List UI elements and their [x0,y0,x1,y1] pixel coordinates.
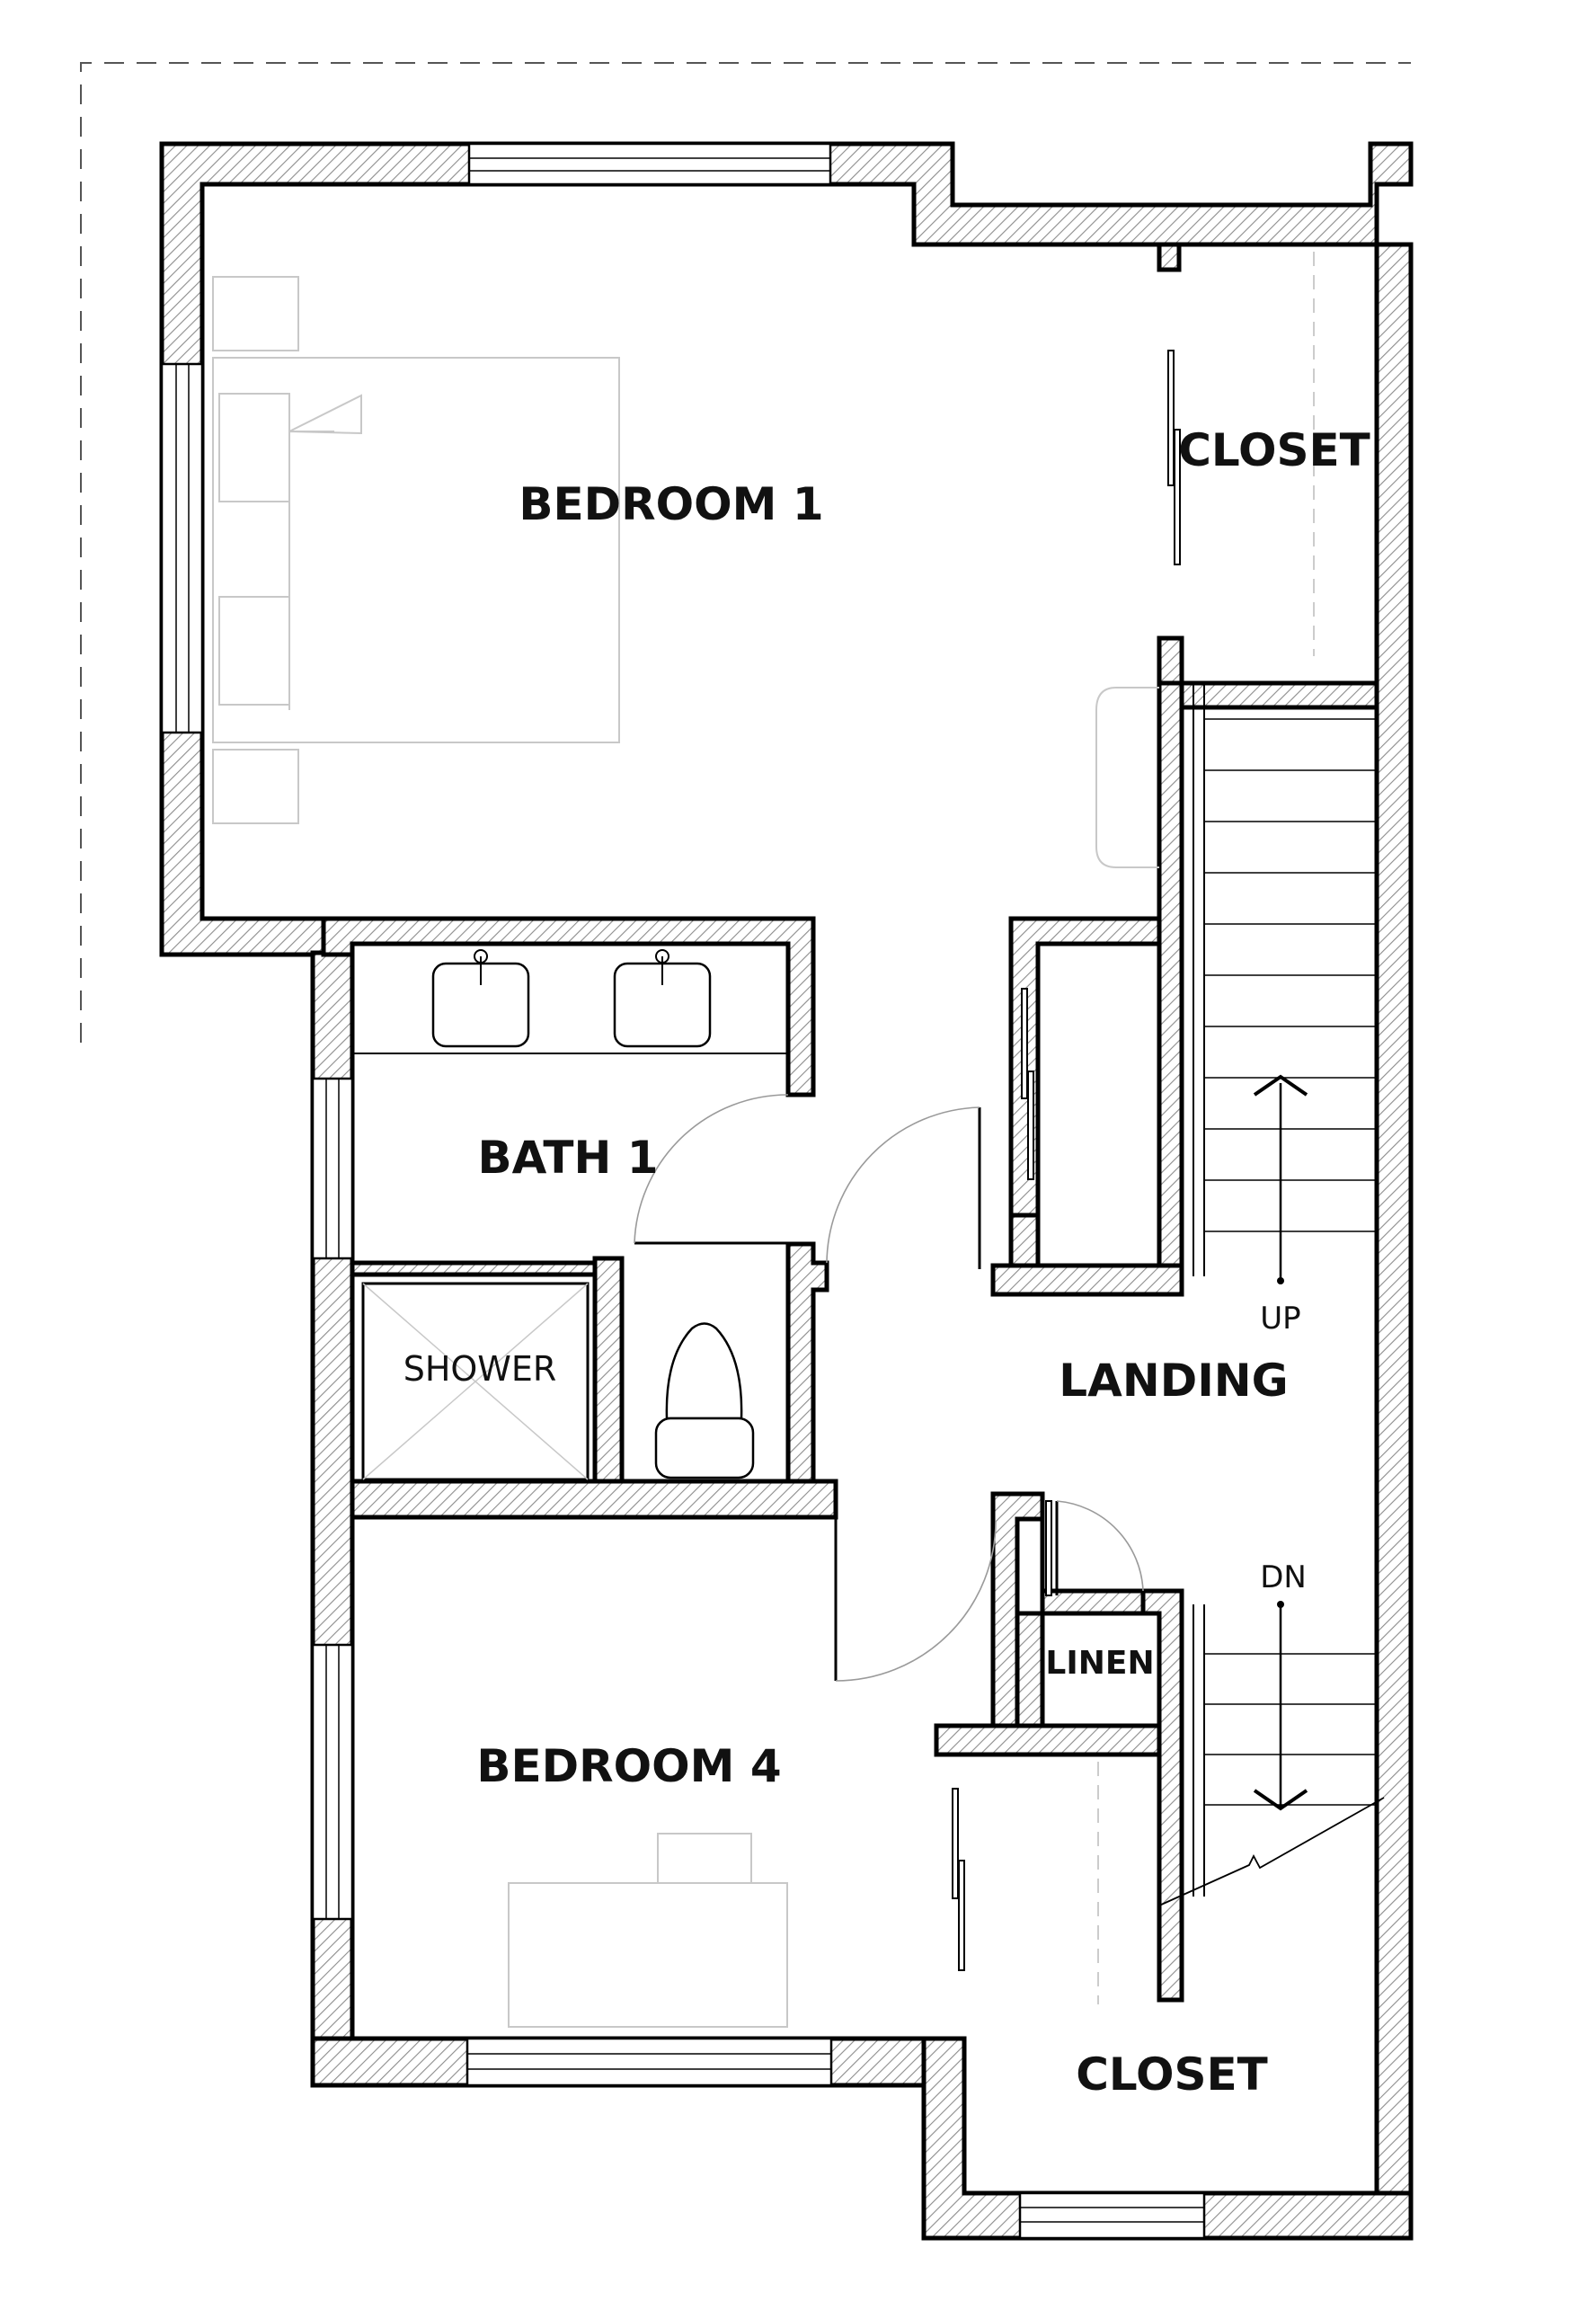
room-label-bath1: BATH 1 [477,1132,658,1184]
stair-down-label: DN [1260,1559,1307,1595]
window-bedroom4-south [466,2037,833,2087]
toilet [654,1322,755,1479]
window-bedroom1-top [467,142,832,186]
window-bedroom1-west [160,362,204,734]
room-label-linen: LINEN [1045,1645,1154,1682]
room-label-bedroom4: BEDROOM 4 [476,1740,781,1792]
window-bath1-west [311,1077,354,1260]
vanity [352,949,788,1054]
bed [212,276,620,824]
room-label-landing: LANDING [1059,1355,1288,1407]
shower-stall [361,1282,590,1481]
room-label-bedroom1: BEDROOM 1 [519,478,823,530]
room-label-closet-lower: CLOSET [1076,2048,1268,2101]
dresser [1095,687,1159,868]
windows [160,142,1206,2240]
window-closet-south [1018,2191,1206,2240]
desk [508,1833,788,2028]
doors [634,252,1315,2004]
stair-up [1193,683,1377,1284]
stair-up-label: UP [1260,1301,1300,1337]
room-label-closet-upper: CLOSET [1178,424,1370,476]
window-bedroom4-west [311,1643,354,1921]
stair-down [1158,1601,1385,1906]
interior-walls [321,242,1379,2003]
label-shower: SHOWER [403,1349,557,1389]
roof-outline [80,62,1411,1043]
